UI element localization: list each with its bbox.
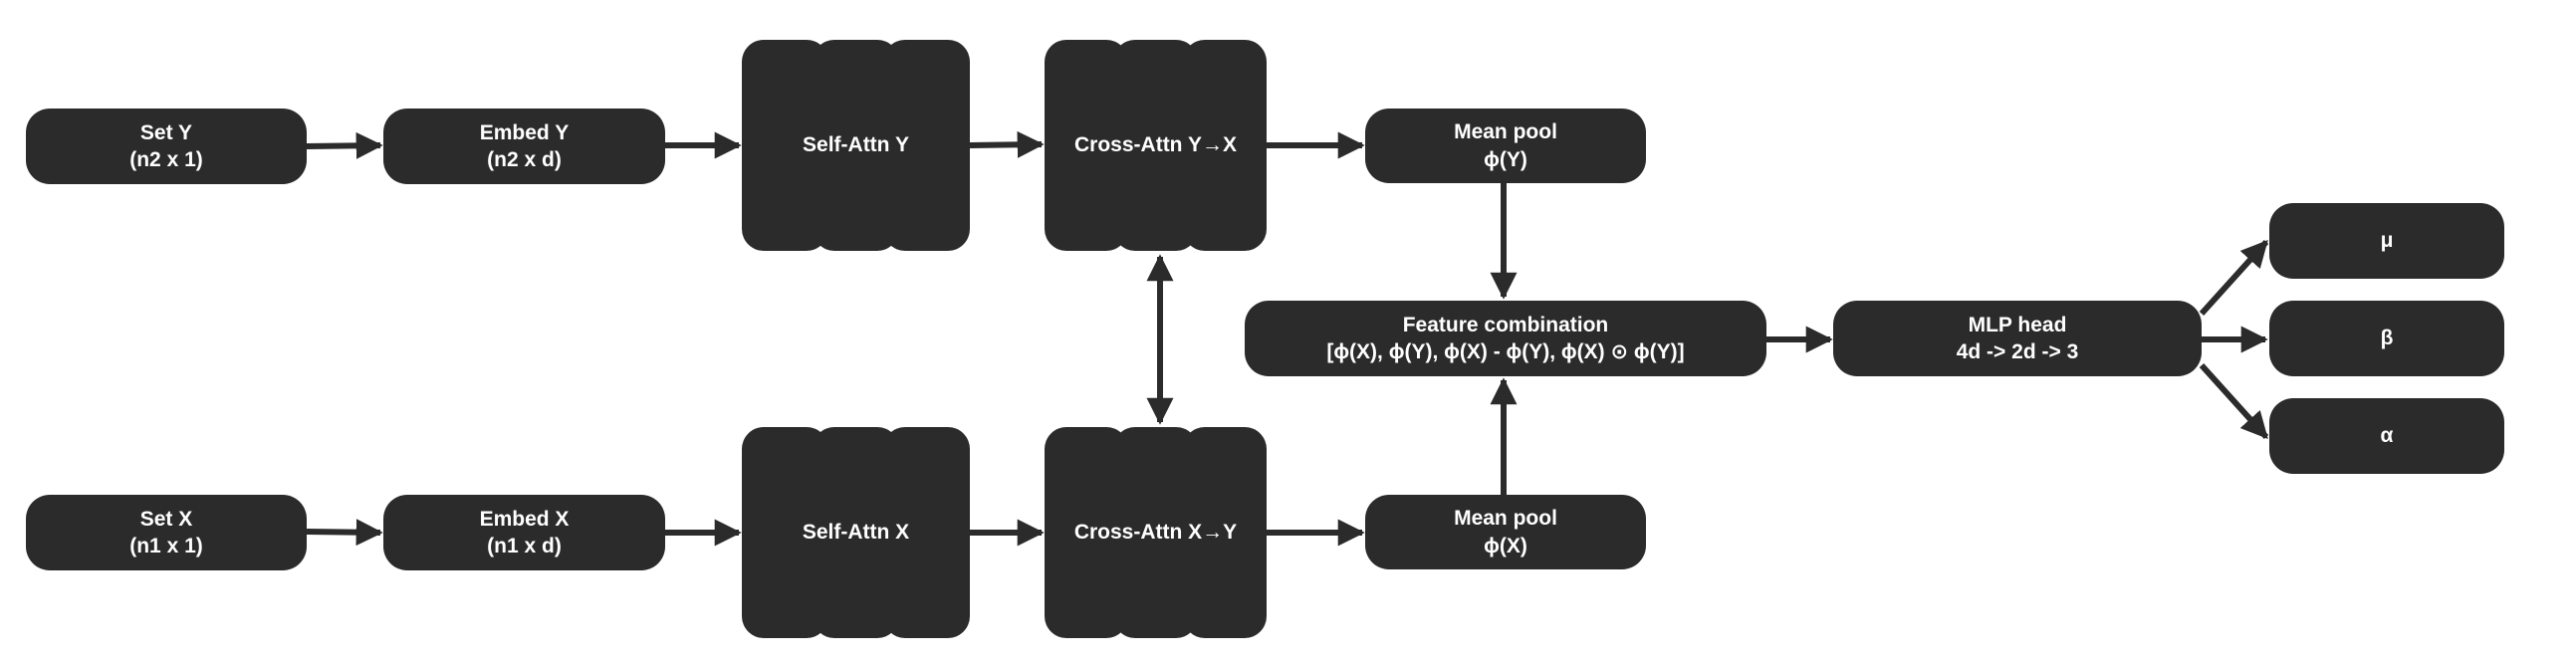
- embed-y-node: Embed Y (n2 x d): [383, 109, 665, 184]
- mean-pool-x-title: Mean pool: [1454, 507, 1557, 531]
- output-mu-label: μ: [2380, 229, 2394, 253]
- set-y-node: Set Y (n2 x 1): [26, 109, 307, 184]
- embed-y-shape: (n2 x d): [487, 148, 562, 171]
- mlp-head-node: MLP head 4d -> 2d -> 3: [1833, 301, 2202, 376]
- self-attn-y-label: Self-Attn Y: [803, 133, 909, 156]
- set-y-shape: (n2 x 1): [129, 148, 203, 171]
- self-attn-x-block: Self-Attn X: [742, 427, 970, 638]
- output-mu-node: μ: [2269, 203, 2504, 279]
- mean-pool-x-node: Mean pool ϕ(X): [1365, 495, 1646, 569]
- self-attn-y-layer-3: [883, 40, 970, 251]
- cross-attn-x-layer-3: [1183, 427, 1267, 638]
- self-attn-y-block: Self-Attn Y: [742, 40, 970, 251]
- set-y-title: Set Y: [139, 120, 193, 144]
- embed-x-title: Embed X: [479, 507, 570, 531]
- self-attn-x-label: Self-Attn X: [802, 521, 910, 544]
- embed-x-node: Embed X (n1 x d): [383, 495, 665, 570]
- set-x-node: Set X (n1 x 1): [26, 495, 307, 570]
- set-x-shape: (n1 x 1): [129, 535, 203, 557]
- edge-set-x-to-embed-x: [306, 519, 383, 547]
- embed-x-shape: (n1 x d): [487, 535, 562, 557]
- cross-attn-x-block: Cross-Attn X→Y: [1045, 427, 1267, 638]
- edge-set-y-to-embed-y: [306, 131, 383, 159]
- embed-y-title: Embed Y: [479, 120, 570, 144]
- output-alpha-label: α: [2380, 424, 2394, 448]
- set-x-title: Set X: [139, 507, 193, 531]
- output-alpha-node: α: [2269, 398, 2504, 474]
- cross-attn-x-label: Cross-Attn X→Y: [1073, 521, 1238, 544]
- cross-attn-y-label: Cross-Attn Y→X: [1074, 133, 1237, 156]
- edge-mlp-head-to-mu: [2199, 239, 2269, 317]
- cross-attn-y-layer-3: [1183, 40, 1267, 251]
- mean-pool-y-title: Mean pool: [1454, 120, 1557, 144]
- mean-pool-y-symbol: ϕ(Y): [1484, 147, 1527, 171]
- cross-attn-y-block: Cross-Attn Y→X: [1045, 40, 1267, 251]
- mean-pool-x-symbol: ϕ(X): [1484, 534, 1527, 557]
- mlp-head-title: MLP head: [1968, 313, 2067, 336]
- edge-mlp-head-to-alpha: [2199, 362, 2269, 440]
- feature-combination-formula: [ϕ(X), ϕ(Y), ϕ(X) - ϕ(Y), ϕ(X) ⊙ ϕ(Y)]: [1326, 340, 1685, 363]
- edge-self-attn-y-to-cross-attn-y: [969, 130, 1045, 158]
- output-beta-node: β: [2269, 301, 2504, 376]
- output-beta-label: β: [2380, 327, 2394, 350]
- mlp-head-dims: 4d -> 2d -> 3: [1956, 340, 2079, 363]
- mean-pool-y-node: Mean pool ϕ(Y): [1365, 109, 1646, 183]
- feature-combination-title: Feature combination: [1402, 313, 1609, 336]
- feature-combination-node: Feature combination [ϕ(X), ϕ(Y), ϕ(X) - …: [1245, 301, 1766, 376]
- self-attn-x-layer-3: [883, 427, 970, 638]
